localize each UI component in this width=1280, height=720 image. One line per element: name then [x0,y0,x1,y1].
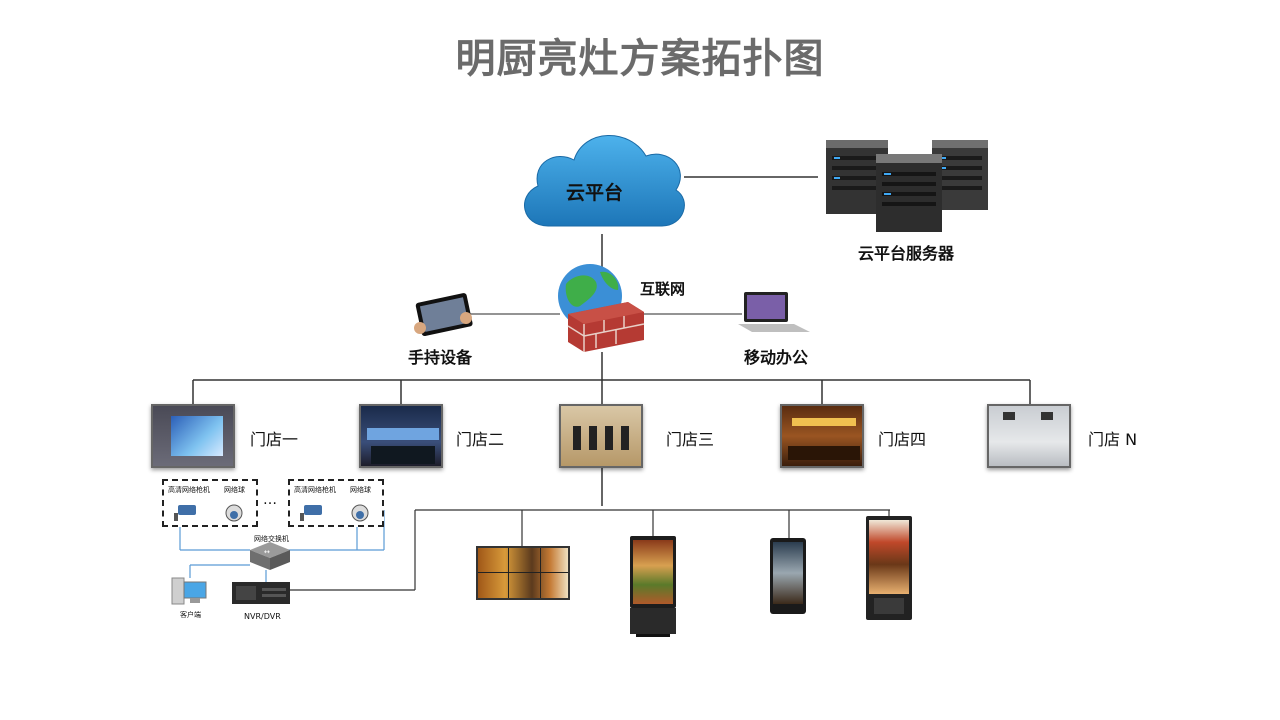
camera-group-1: 高清网络枪机 网络球 [162,479,258,527]
wall-display [770,538,806,614]
camera-label: 高清网络枪机 [294,486,336,494]
ellipsis: … [263,492,277,508]
mobile-office-label: 移动办公 [744,348,809,367]
store-label-3: 门店三 [662,424,719,452]
cloud-label: 云平台 [566,182,624,204]
floor-kiosk-2 [866,516,912,622]
store-photo-3 [559,404,643,468]
store-photo-4 [780,404,864,468]
store-label-n: 门店 N [1084,424,1142,452]
store-photo-1 [151,404,235,468]
store-label-4: 门店四 [874,424,931,452]
client-label: 客户端 [180,611,201,619]
store-photo-n [987,404,1071,468]
video-wall [476,546,570,600]
dome-label: 网络球 [350,486,371,494]
dome-label: 网络球 [224,486,245,494]
camera-label: 高清网络枪机 [168,486,210,494]
servers-label: 云平台服务器 [858,244,955,263]
store-label-1: 门店一 [246,424,303,452]
camera-group-2: 高清网络枪机 网络球 [288,479,384,527]
store-label-2: 门店二 [452,424,509,452]
dome-camera-icon [300,504,369,522]
bullet-camera-icon [174,504,243,522]
svg-text:↔: ↔ [264,548,270,556]
nvr-label: NVR/DVR [244,612,281,621]
switch-label: 网络交换机 [254,535,289,543]
diagram-title: 明厨亮灶方案拓扑图 [455,36,825,82]
store-photo-2 [359,404,443,468]
internet-label: 互联网 [640,280,686,298]
handheld-label: 手持设备 [408,348,473,367]
floor-kiosk-1 [630,536,676,637]
